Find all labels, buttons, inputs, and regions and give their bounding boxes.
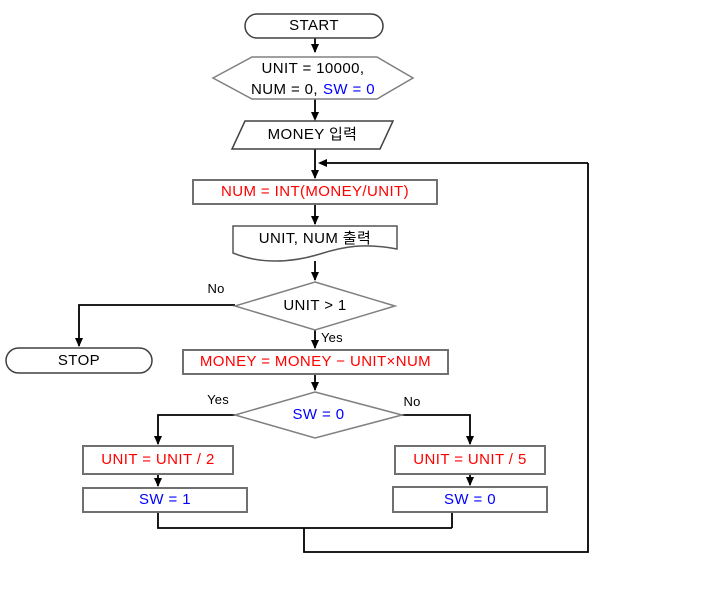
check-unit-no-edge-label: No (207, 281, 225, 296)
start-label: START (289, 17, 339, 34)
sw-to-1-process-shape (82, 487, 248, 513)
check-sw-label: SW = 0 (292, 406, 345, 423)
check-unit-yes-edge-label: Yes (321, 330, 343, 345)
arrowhead-into-input (311, 112, 319, 121)
arrowhead-loopback-junction (318, 159, 327, 167)
check-sw-yes-edge-label: Yes (207, 392, 229, 407)
arrowhead-into-sw0 (466, 477, 474, 486)
unit-div-5-label: UNIT = UNIT / 5 (413, 451, 527, 468)
calc-money-process-shape (182, 349, 449, 375)
calc-num-label: NUM = INT(MONEY/UNIT) (221, 183, 409, 200)
sw-to-1-label: SW = 1 (139, 491, 191, 508)
start-terminator-shape (244, 13, 384, 39)
init-preparation-shape (211, 56, 415, 100)
input-money-label: MONEY 입력 (267, 126, 358, 143)
arrowhead-into-checksw (311, 382, 319, 391)
stop-terminator-shape (5, 347, 153, 374)
output-unit-num-label: UNIT, NUM 출력 (258, 230, 372, 247)
arrowhead-into-unitdiv2 (154, 436, 162, 445)
unit-div-2-process-shape (82, 445, 234, 475)
check-unit-decision-shape (232, 281, 398, 331)
sw-to-0-process-shape (392, 486, 548, 513)
calc-num-process-shape (192, 179, 438, 205)
arrowhead-into-sw1 (154, 478, 162, 487)
init-line2: NUM = 0, SW = 0 (213, 80, 413, 99)
init-line2-sw: SW = 0 (322, 81, 375, 98)
unit-div-2-label: UNIT = UNIT / 2 (101, 451, 215, 468)
stop-label: STOP (57, 352, 101, 369)
init-line1: UNIT = 10000, (261, 60, 365, 77)
arrowhead-into-calcnum (311, 170, 319, 179)
calc-money-label: MONEY = MONEY − UNIT×NUM (199, 353, 432, 370)
arrowhead-into-checkunit (311, 272, 319, 281)
edge-loopback-bottom-right (303, 163, 589, 553)
arrowhead-into-init (311, 44, 319, 53)
sw-to-0-label: SW = 0 (444, 491, 496, 508)
edge-checkunit-no-to-stop (78, 304, 235, 346)
input-parallelogram-shape (230, 120, 395, 150)
arrowhead-into-calcmoney (311, 340, 319, 349)
arrowhead-into-stop (75, 338, 83, 347)
edge-checksw-yes-to-unitdiv2 (157, 414, 235, 444)
arrowhead-into-output (311, 216, 319, 225)
output-document-shape (232, 225, 398, 262)
check-sw-decision-shape (232, 391, 405, 439)
init-line2-num: NUM = 0, (251, 81, 318, 98)
edge-sw1-merge (157, 512, 452, 529)
check-sw-no-edge-label: No (403, 394, 421, 409)
check-unit-label: UNIT > 1 (283, 297, 347, 314)
arrowhead-into-unitdiv5 (466, 436, 474, 445)
unit-div-5-process-shape (394, 445, 546, 475)
edge-checksw-no-to-unitdiv5 (402, 414, 471, 444)
